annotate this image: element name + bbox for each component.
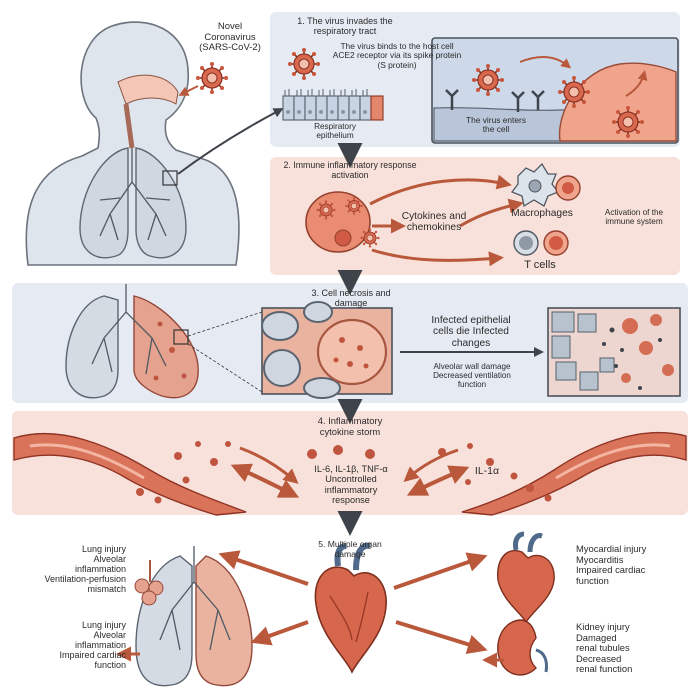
- entry-arrow-1: [519, 56, 572, 69]
- to-heart-arrow: [393, 552, 488, 590]
- alveoli-cluster-icon: [134, 560, 164, 606]
- to-lungs-arrow-bottom: [250, 620, 309, 646]
- necrotic-tissue: [547, 307, 681, 397]
- virus-entry-scene: [433, 62, 677, 142]
- virus-binding-icon: [287, 47, 321, 81]
- coronavirus-icon: [195, 61, 229, 95]
- virus-entry-arrow: [178, 85, 199, 96]
- zoom-arrow-panel1: [177, 108, 284, 175]
- macrophages-label: Macrophages: [511, 208, 573, 219]
- il1a-label: IL-1α: [474, 465, 500, 477]
- blood-vessel-left: [13, 432, 247, 516]
- storm-arrow-right: [406, 465, 470, 496]
- alveoli-closeup: [261, 301, 393, 399]
- neutrophil-cell: [555, 175, 581, 201]
- virus-inside-icon: [611, 105, 645, 139]
- epithelium-cells: [282, 89, 384, 121]
- t-cells-label: T cells: [524, 259, 556, 271]
- zoom-line-top: [187, 311, 263, 337]
- kidney-icon: [497, 619, 548, 676]
- virus-inset-icon: [471, 63, 505, 97]
- human-figure: [25, 21, 240, 266]
- storm-arrow-left: [230, 463, 300, 498]
- to-kidney-arrow: [395, 620, 488, 655]
- cell-virus-1: [315, 199, 337, 221]
- entry-arrow-2: [625, 70, 648, 97]
- chemokine-arrow: [459, 198, 524, 228]
- virus-entering-icon: [557, 75, 591, 109]
- cell-virus-3: [359, 227, 381, 249]
- injured-lungs: [135, 546, 253, 687]
- to-lungs-arrow-top: [218, 550, 309, 586]
- macrophage-cell: [510, 162, 560, 208]
- heart-icon: [314, 542, 387, 674]
- damaged-lungs: [65, 284, 199, 399]
- storm-arrow-left-2: [239, 446, 299, 484]
- myocardial-heart-icon: [497, 531, 555, 624]
- blood-vessel-right: [461, 432, 687, 516]
- to-tcell-arrow: [371, 248, 504, 267]
- t-cells: [513, 230, 569, 256]
- cytokine-particles: [136, 441, 552, 504]
- cell-virus-2: [344, 196, 364, 216]
- to-macrophage-arrow: [369, 174, 512, 206]
- storm-arrow-right-2: [403, 448, 459, 482]
